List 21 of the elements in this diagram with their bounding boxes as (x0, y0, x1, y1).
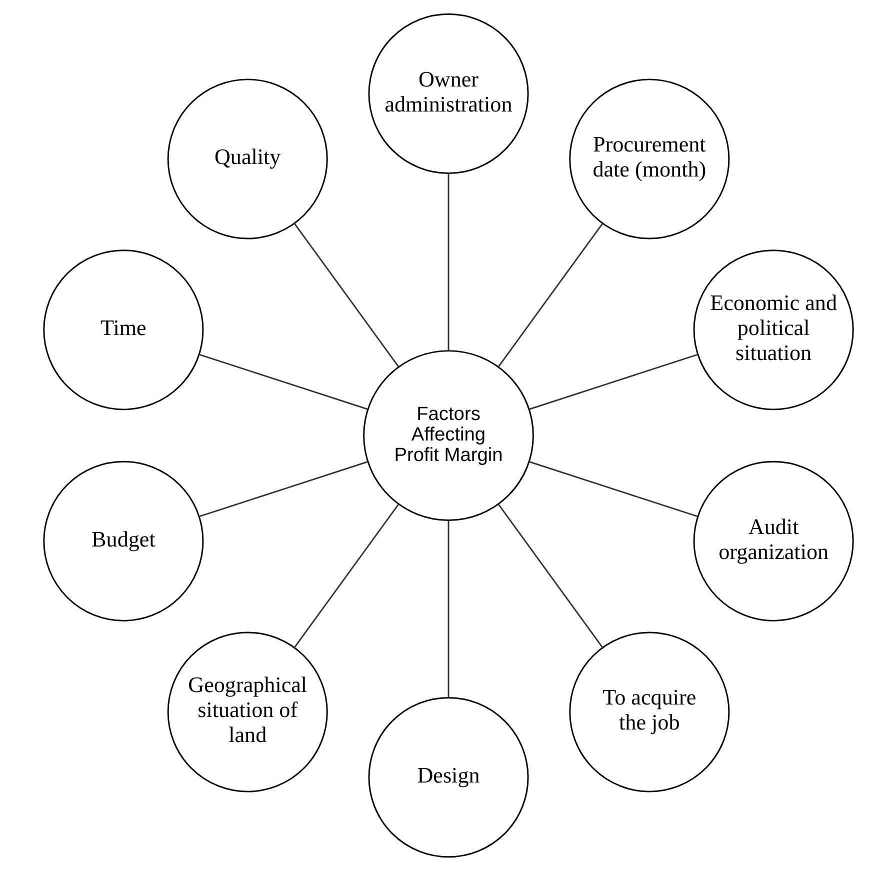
node-circle: Factors Affecting Profit Margin (362, 350, 534, 521)
connector (528, 461, 698, 518)
node-circle: Economic and political situation (692, 250, 854, 410)
node-circle: Quality (166, 78, 328, 240)
node-circle: To acquire the job (568, 632, 730, 792)
node-circle: Geographical situation of land (166, 632, 328, 792)
node-circle: Audit organization (692, 460, 854, 622)
node-circle: Design (368, 697, 528, 858)
connector (293, 504, 398, 648)
connector (293, 222, 398, 367)
connector (528, 354, 698, 410)
connector (447, 520, 449, 698)
node-circle: Time (42, 250, 204, 410)
connector (498, 504, 603, 648)
connector (198, 354, 368, 410)
connector (498, 222, 603, 367)
node-circle: Procurement date (month) (568, 78, 730, 240)
connector (198, 461, 368, 518)
node-circle: Owner administration (368, 13, 528, 174)
node-circle: Budget (42, 460, 204, 622)
connector (447, 174, 449, 351)
